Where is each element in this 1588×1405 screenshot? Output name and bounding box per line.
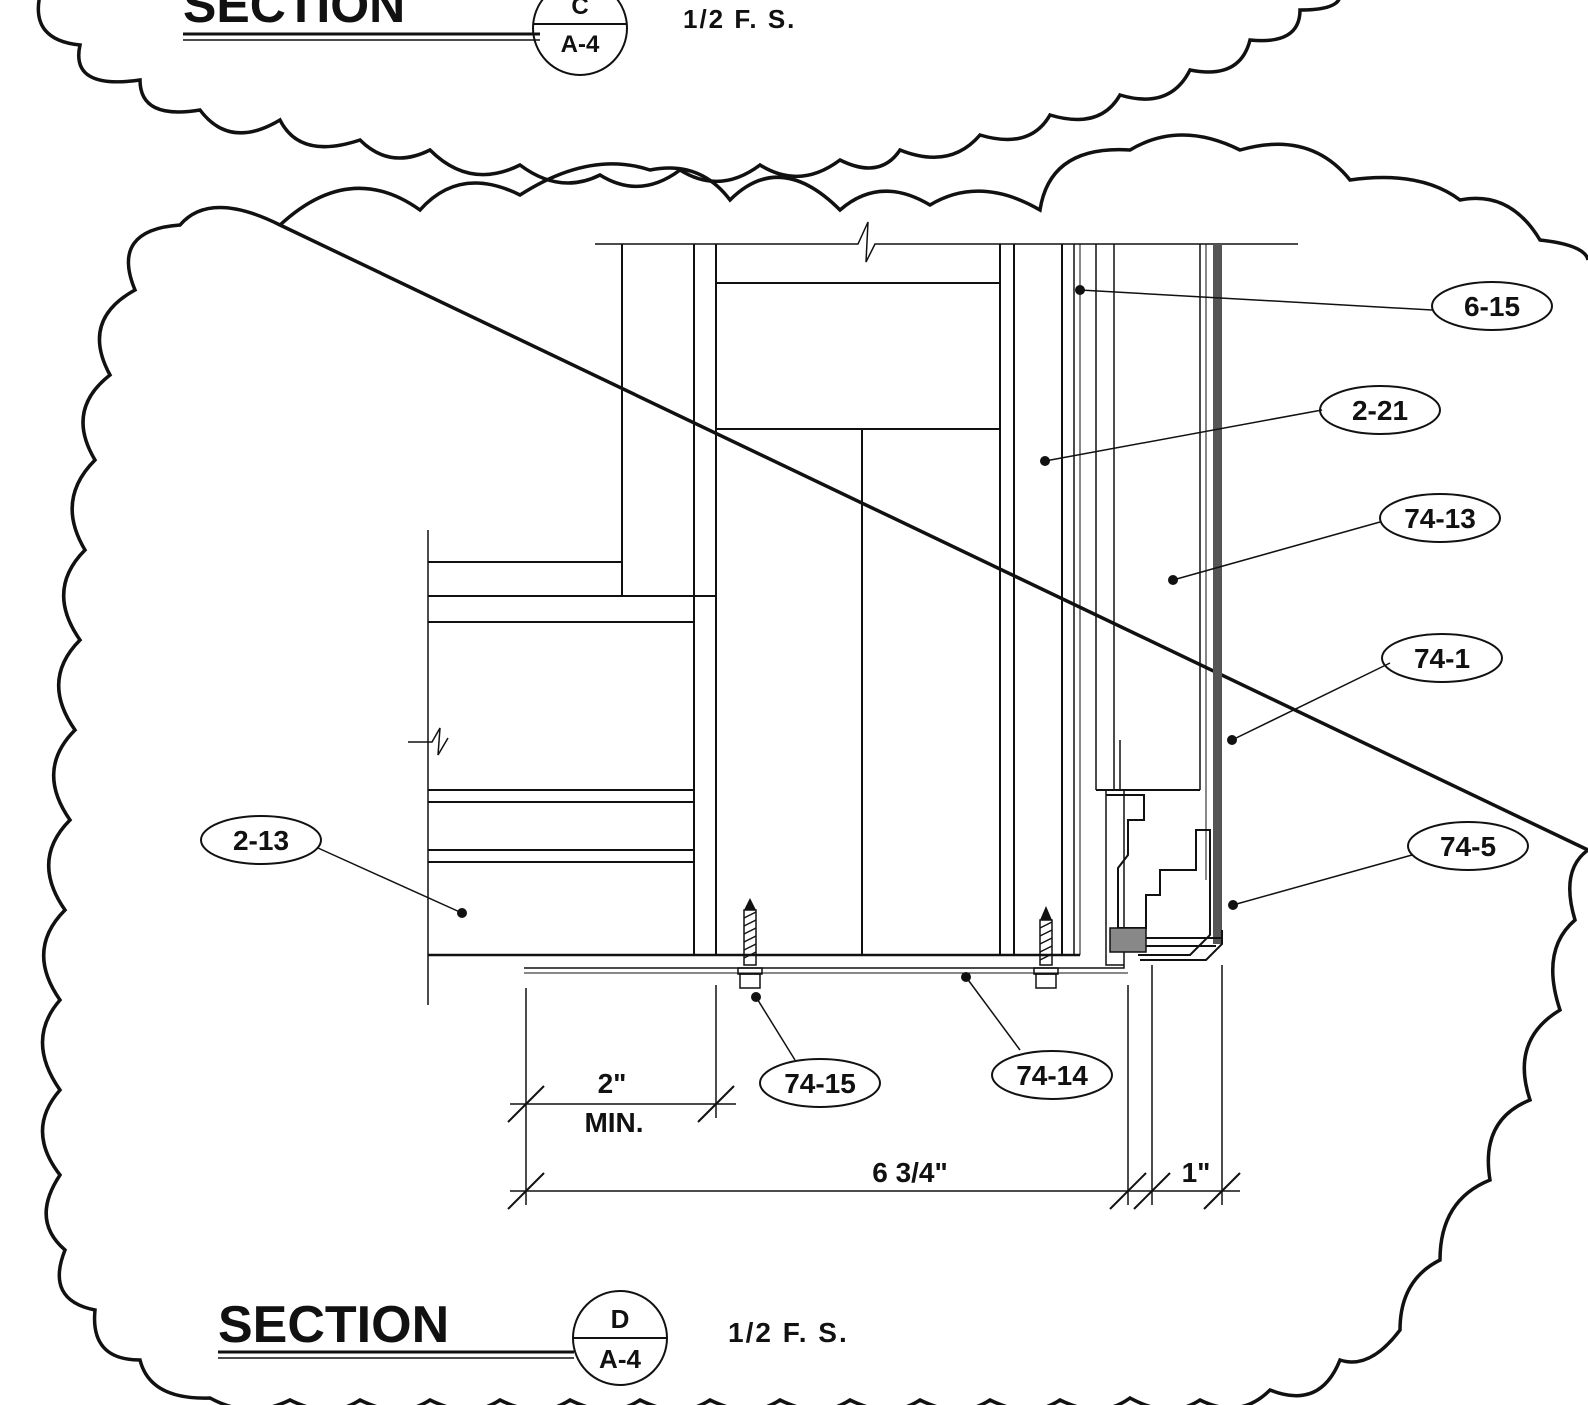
leader-dot-2-21 (1040, 456, 1050, 466)
callout-74-5-oval (1407, 821, 1529, 871)
section-d-scale: 1/2 F. S. (728, 1317, 849, 1348)
dim-tick-bottom-d (1203, 1172, 1241, 1210)
section-c-sheet: A-4 (561, 31, 600, 58)
leader-dot-74-5 (1228, 900, 1238, 910)
callout-74-13-oval (1379, 493, 1501, 543)
section-c-scale: 1/2 F. S. (683, 4, 796, 34)
joist-break-line (408, 727, 449, 756)
section-c-title: SECTION (183, 0, 405, 33)
leader-74-14 (965, 976, 1021, 1051)
dim-tick-bottom-a (507, 1172, 545, 1210)
screw-right (1033, 906, 1059, 989)
frame-cladding (1213, 244, 1222, 944)
section-c-detail: C (571, 0, 588, 20)
callout-2-13-oval (200, 815, 322, 865)
callout-2-13: 2-13 (233, 825, 289, 856)
sill-flashing (524, 789, 1125, 969)
gasket-block (1109, 927, 1147, 953)
callout-74-13: 74-13 (1404, 503, 1476, 534)
dim-tick-2in-b (697, 1085, 735, 1123)
callout-74-15-oval (759, 1058, 881, 1108)
leader-dot-2-13 (457, 908, 467, 918)
callout-74-14-oval (991, 1050, 1113, 1100)
callout-74-1: 74-1 (1414, 643, 1470, 674)
callout-74-1-oval (1381, 633, 1503, 683)
dim-min: MIN. (584, 1107, 643, 1138)
leader-dot-74-13 (1168, 575, 1178, 585)
callout-74-14: 74-14 (1016, 1060, 1088, 1091)
leader-dot-74-15 (751, 992, 761, 1002)
callout-74-5: 74-5 (1440, 831, 1496, 862)
leader-74-1 (1231, 662, 1391, 741)
callout-74-15: 74-15 (784, 1068, 856, 1099)
top-break-line (595, 221, 1298, 263)
leader-2-21 (1044, 409, 1323, 462)
revision-cloud-upper (36, 0, 1341, 188)
dim-2in: 2" (598, 1068, 627, 1099)
callout-6-15-oval (1431, 281, 1553, 331)
screw-left (737, 898, 763, 989)
leader-dot-74-14 (961, 972, 971, 982)
dim-tick-2in-a (507, 1085, 545, 1123)
section-d-detail: D (611, 1304, 630, 1334)
leader-74-5 (1232, 854, 1413, 906)
callout-6-15: 6-15 (1464, 291, 1520, 322)
header-block (715, 282, 1001, 430)
leader-74-15 (755, 996, 796, 1061)
section-d-title: SECTION (218, 1296, 449, 1354)
callout-2-21: 2-21 (1352, 395, 1408, 426)
leader-dot-6-15 (1075, 285, 1085, 295)
section-d-sheet: A-4 (599, 1344, 641, 1374)
dim-tick-bottom-c (1133, 1172, 1171, 1210)
sill-extrusion (1106, 794, 1211, 956)
dim-1in: 1" (1182, 1157, 1211, 1188)
leader-dot-74-1 (1227, 735, 1237, 745)
callout-2-21-oval (1319, 385, 1441, 435)
leader-6-15 (1079, 289, 1433, 311)
dim-tick-bottom-b (1109, 1172, 1147, 1210)
leader-2-13 (317, 847, 463, 914)
leader-74-13 (1172, 521, 1381, 581)
revision-cloud-main (40, 133, 1588, 1405)
dim-6-3-4: 6 3/4" (872, 1157, 948, 1188)
section-c-marker (532, 0, 628, 76)
sill-cladding-turn (1140, 930, 1223, 961)
